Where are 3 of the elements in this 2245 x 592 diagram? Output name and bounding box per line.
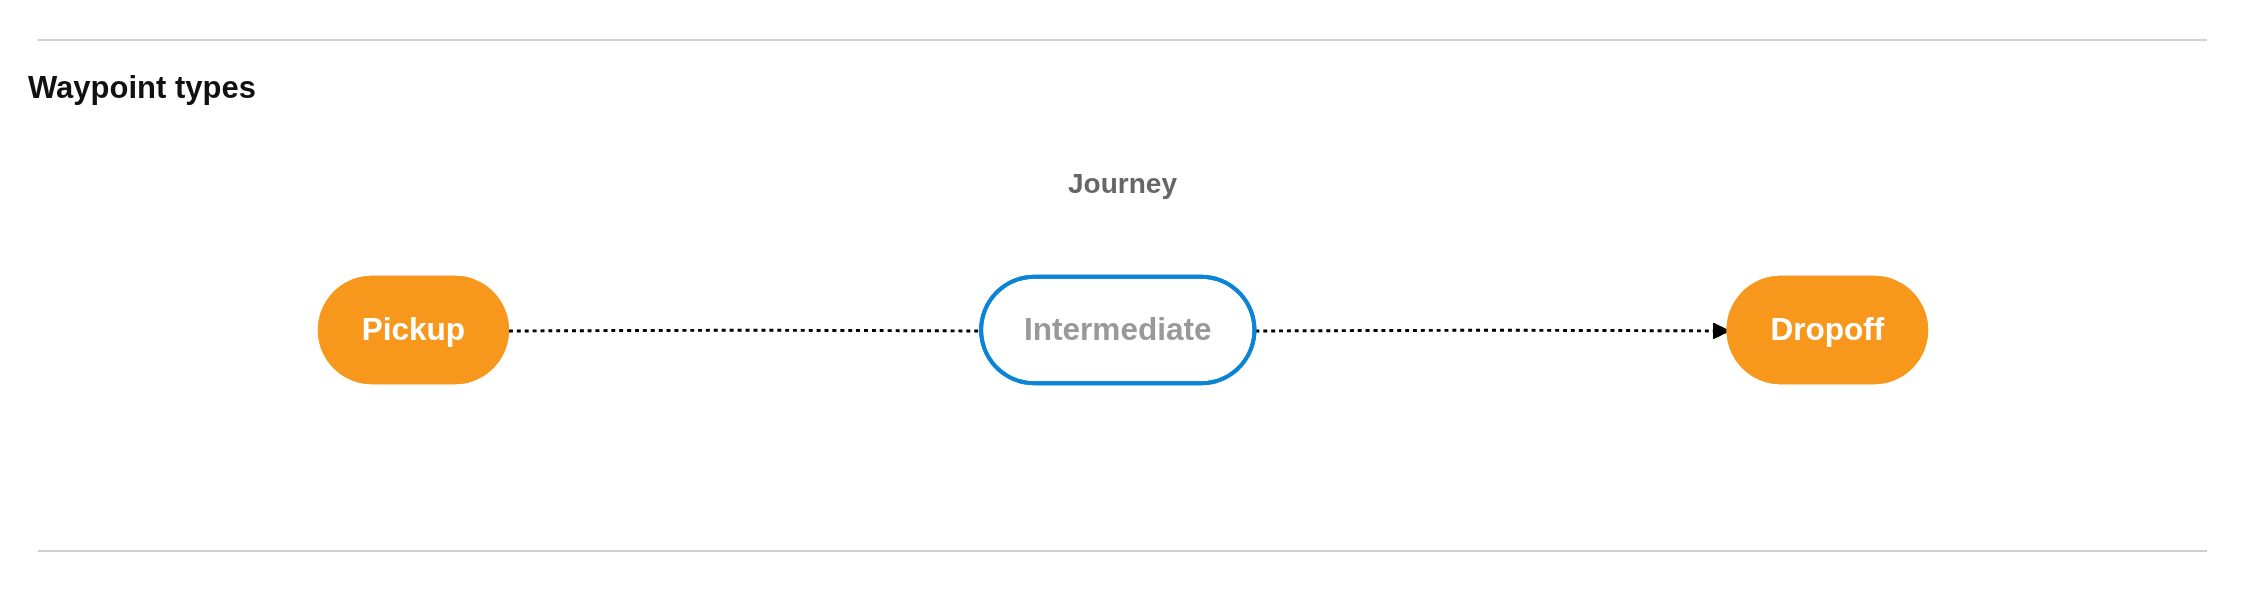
flow-diagram: Pickup Intermediate Dropoff xyxy=(302,261,1943,399)
diagram-heading: Journey xyxy=(1068,168,1177,199)
title: Waypoint types xyxy=(28,70,256,106)
